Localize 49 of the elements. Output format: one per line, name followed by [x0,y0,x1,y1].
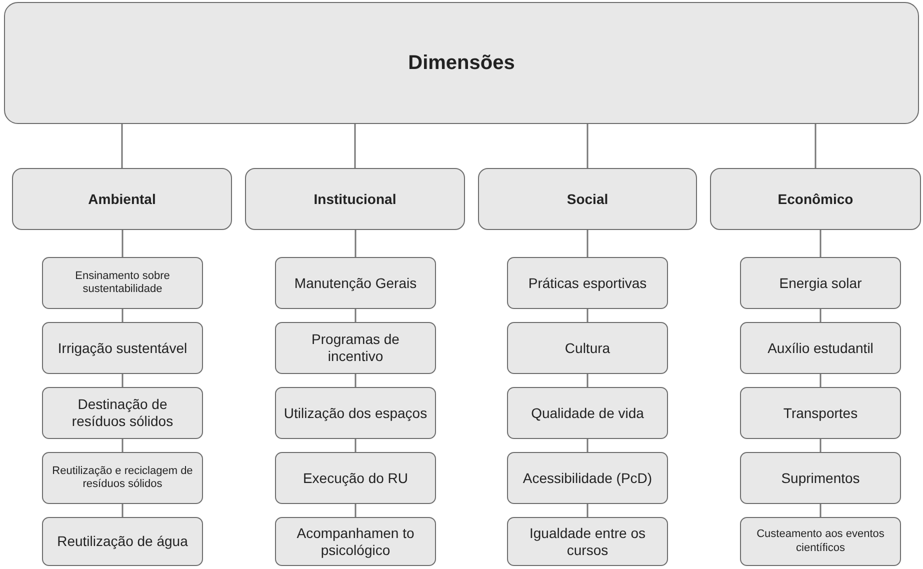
connector-line [820,230,822,257]
item-box: Cultura [507,322,668,374]
item-box: Auxílio estudantil [740,322,901,374]
connector-line [820,439,822,452]
connector-line [586,439,588,452]
connector-line [586,374,588,387]
connector-line [586,309,588,322]
connector-line [121,124,123,168]
item-box: Execução do RU [275,452,436,504]
item-box: Reutilização de água [42,517,203,566]
category-box: Social [478,168,697,230]
connector-line [122,374,124,387]
connector-line [820,309,822,322]
connector-line [122,309,124,322]
item-box: Ensinamento sobre sustentabilidade [42,257,203,309]
connector-line [354,124,356,168]
item-box: Irrigação sustentável [42,322,203,374]
connector-line [122,504,124,517]
connector-line [586,504,588,517]
connector-line [354,309,356,322]
item-box: Acompanhamen to psicológico [275,517,436,566]
connector-line [354,230,356,257]
category-box: Econômico [710,168,921,230]
item-box: Suprimentos [740,452,901,504]
category-box: Institucional [245,168,465,230]
connector-line [122,439,124,452]
connector-line [814,124,816,168]
item-box: Manutenção Gerais [275,257,436,309]
title-box: Dimensões [4,2,919,124]
connector-line [820,504,822,517]
item-box: Acessibilidade (PcD) [507,452,668,504]
connector-line [354,374,356,387]
connector-line [586,230,588,257]
item-box: Custeamento aos eventos científicos [740,517,901,566]
item-box: Práticas esportivas [507,257,668,309]
item-box: Igualdade entre os cursos [507,517,668,566]
item-box: Destinação de resíduos sólidos [42,387,203,439]
item-box: Energia solar [740,257,901,309]
item-box: Utilização dos espaços [275,387,436,439]
item-box: Qualidade de vida [507,387,668,439]
connector-line [820,374,822,387]
connector-line [586,124,588,168]
category-box: Ambiental [12,168,232,230]
item-box: Transportes [740,387,901,439]
connector-line [354,439,356,452]
connector-line [354,504,356,517]
connector-line [122,230,124,257]
item-box: Programas de incentivo [275,322,436,374]
item-box: Reutilização e reciclagem de resíduos sólidos [42,452,203,504]
